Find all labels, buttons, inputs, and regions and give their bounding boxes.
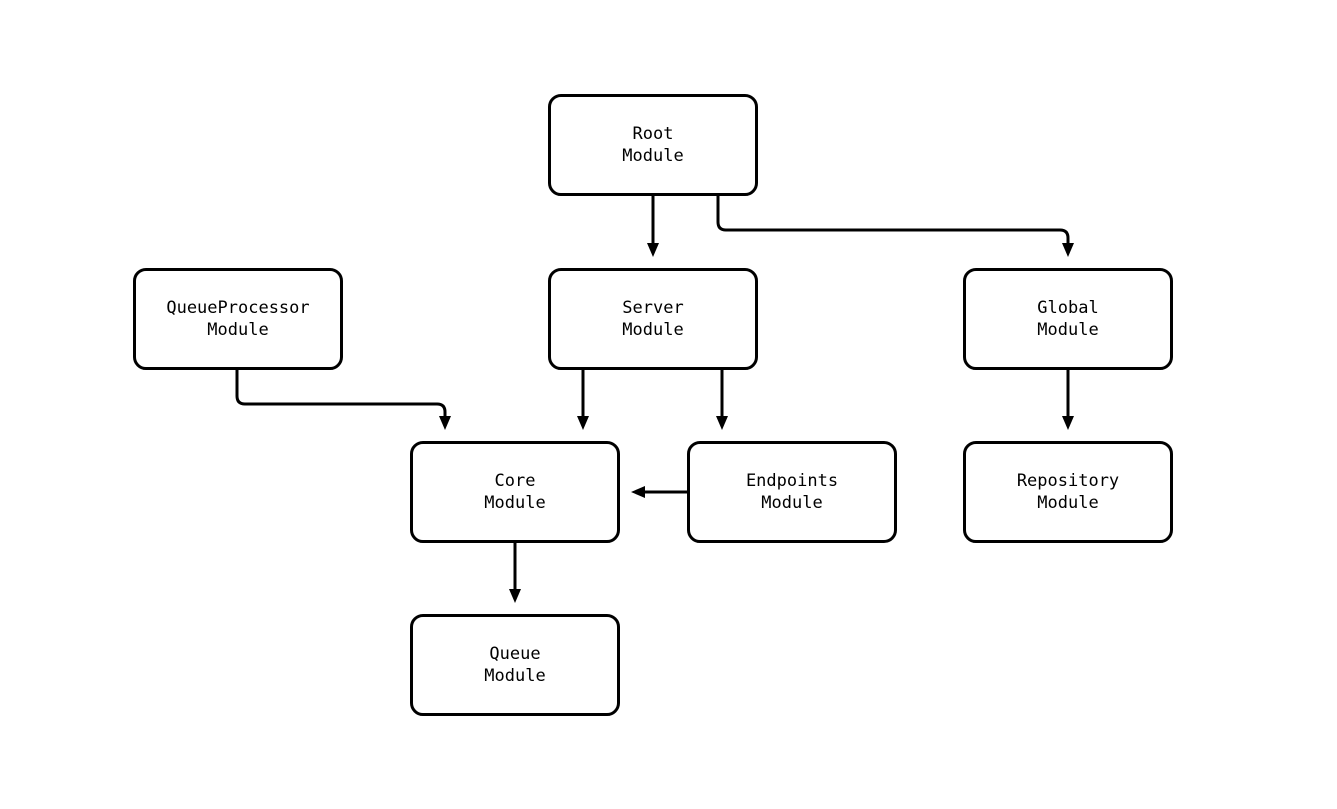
node-repository-module-label: Repository Module [1016,471,1120,513]
node-endpoints-module-label: Endpoints Module [745,471,839,513]
node-root-module-label: Root Module [622,124,684,166]
node-core-module-label: Core Module [484,471,546,513]
node-server-module-label: Server Module [622,298,684,340]
edge-root-to-global [716,196,1074,257]
node-core-module[interactable]: Core Module [410,441,620,543]
edge-queueprocessor-to-core [235,370,451,430]
node-server-module[interactable]: Server Module [548,268,758,370]
node-global-module[interactable]: Global Module [963,268,1173,370]
node-endpoints-module[interactable]: Endpoints Module [687,441,897,543]
node-queueprocessor-module[interactable]: QueueProcessor Module [133,268,343,370]
node-global-module-label: Global Module [1037,298,1099,340]
node-root-module[interactable]: Root Module [548,94,758,196]
node-queue-module-label: Queue Module [484,644,546,686]
node-queue-module[interactable]: Queue Module [410,614,620,716]
node-repository-module[interactable]: Repository Module [963,441,1173,543]
node-queueprocessor-module-label: QueueProcessor Module [166,298,310,340]
